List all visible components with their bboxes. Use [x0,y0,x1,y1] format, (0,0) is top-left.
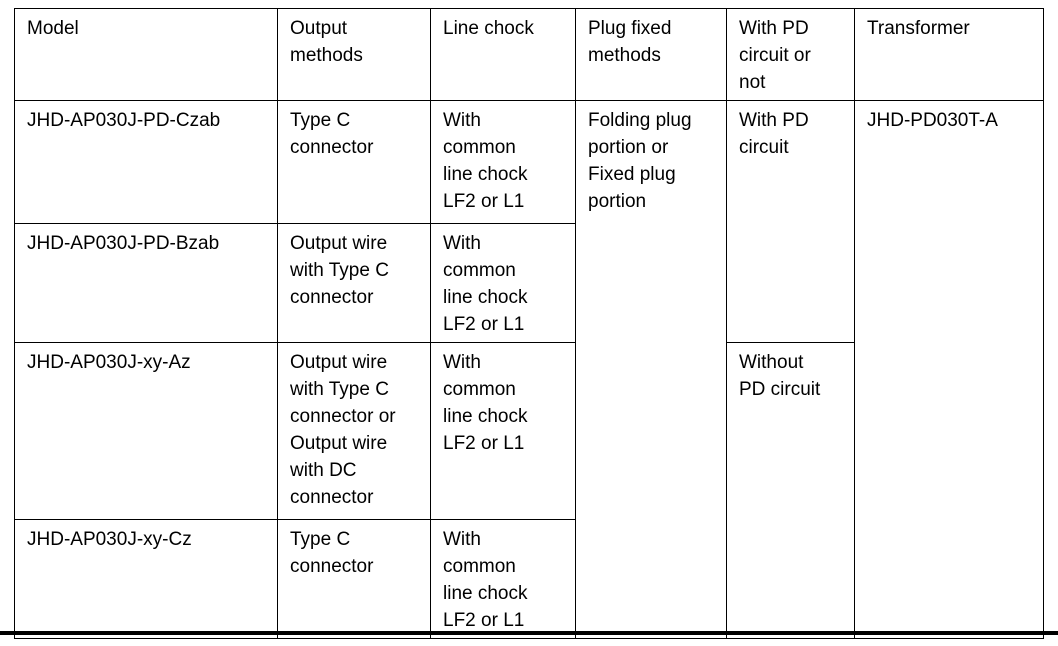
cell-model: JHD-AP030J-xy-Cz [14,519,278,639]
cell-transformer-model: JHD-PD030T-A [854,100,1044,639]
cell-without-pd-circuit: Without PD circuit [726,342,855,639]
cell-model: JHD-AP030J-xy-Az [14,342,278,520]
header-cell-plug-fixed-methods: Plug fixed methods [575,8,727,101]
header-cell-line-chock: Line chock [430,8,576,101]
table-row: JHD-AP030J-PD-Bzab Output wire with Type… [14,223,1044,343]
table-header-row: Model Output methods Line chock Plug fix… [14,8,1044,101]
cell-plug-fixed-methods: Folding plug portion or Fixed plug porti… [575,100,727,639]
page-bottom-rule [0,631,1058,635]
cell-output-method: Output wire with Type C connector or Out… [277,342,431,520]
header-cell-output-methods: Output methods [277,8,431,101]
cell-model: JHD-AP030J-PD-Czab [14,100,278,224]
table-row: JHD-AP030J-PD-Czab Type C connector With… [14,100,1044,639]
table-row: JHD-AP030J-xy-Cz Type C connector With c… [14,519,1044,639]
cell-model: JHD-AP030J-PD-Bzab [14,223,278,343]
cell-output-method: Type C connector [277,519,431,639]
cell-line-chock: With common line chock LF2 or L1 [430,223,576,343]
cell-output-method: Type C connector [277,100,431,224]
cell-with-pd-circuit: With PD circuit [726,100,855,343]
cell-output-method: Output wire with Type C connector [277,223,431,343]
table-row: JHD-AP030J-xy-Az Output wire with Type C… [14,342,1044,639]
cell-line-chock: With common line chock LF2 or L1 [430,342,576,520]
cell-line-chock: With common line chock LF2 or L1 [430,100,576,224]
header-cell-transformer: Transformer [854,8,1044,101]
model-spec-table: Model Output methods Line chock Plug fix… [14,8,1044,639]
cell-line-chock: With common line chock LF2 or L1 [430,519,576,639]
header-cell-model: Model [14,8,278,101]
header-cell-pd-circuit: With PD circuit or not [726,8,855,101]
